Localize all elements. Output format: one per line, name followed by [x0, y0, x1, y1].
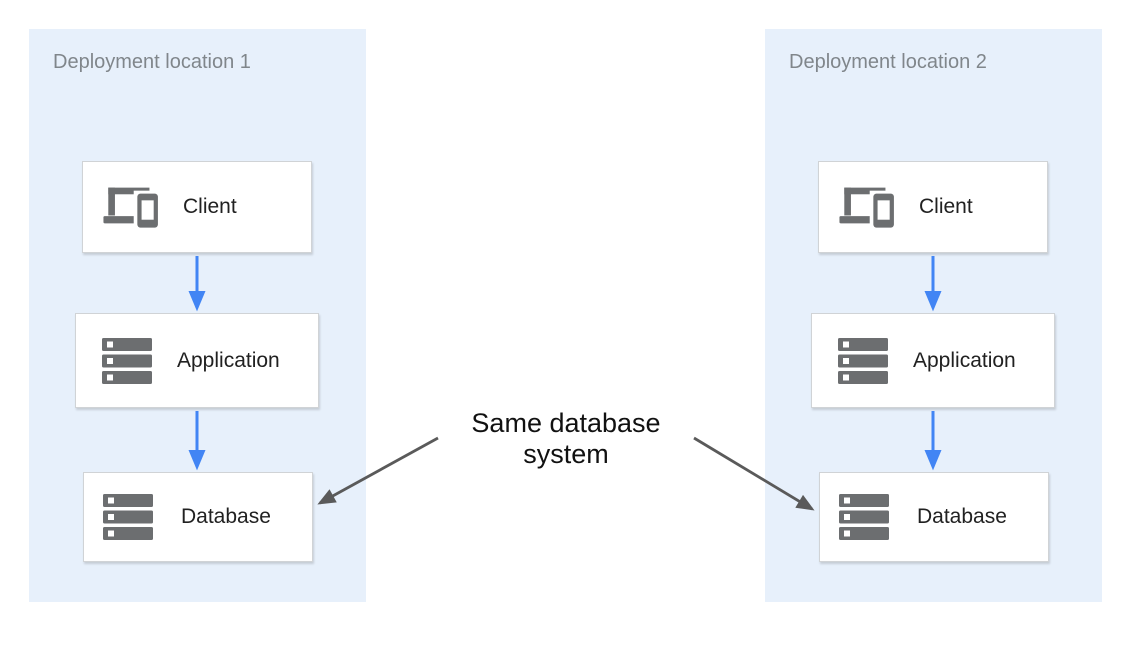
server-stack-icon [838, 337, 888, 384]
node-label: Database [181, 505, 271, 528]
group-title: Deployment location 2 [789, 51, 987, 73]
node-label: Application [913, 348, 1016, 372]
node-client-2: Client [818, 161, 1048, 253]
annotation-same-database-system: Same database system [426, 408, 706, 470]
node-label: Application [177, 348, 280, 372]
node-application-1: Application [75, 313, 319, 408]
client-devices-icon [839, 184, 898, 230]
deployment-location-2-group: Deployment location 2 Client [765, 29, 1102, 602]
node-client-1: Client [82, 161, 312, 253]
node-application-2: Application [811, 313, 1055, 408]
server-stack-icon [839, 494, 889, 540]
group-title: Deployment location 1 [53, 51, 251, 73]
annotation-line-1: Same database [471, 408, 661, 438]
server-stack-icon [102, 337, 152, 384]
client-devices-icon [103, 184, 162, 230]
node-database-1: Database [83, 472, 313, 562]
node-label: Client [183, 195, 237, 218]
deployment-location-1-group: Deployment location 1 Client [29, 29, 366, 602]
server-stack-icon [103, 494, 153, 540]
node-database-2: Database [819, 472, 1049, 562]
node-label: Database [917, 505, 1007, 528]
annotation-line-2: system [523, 439, 609, 469]
node-label: Client [919, 195, 973, 218]
